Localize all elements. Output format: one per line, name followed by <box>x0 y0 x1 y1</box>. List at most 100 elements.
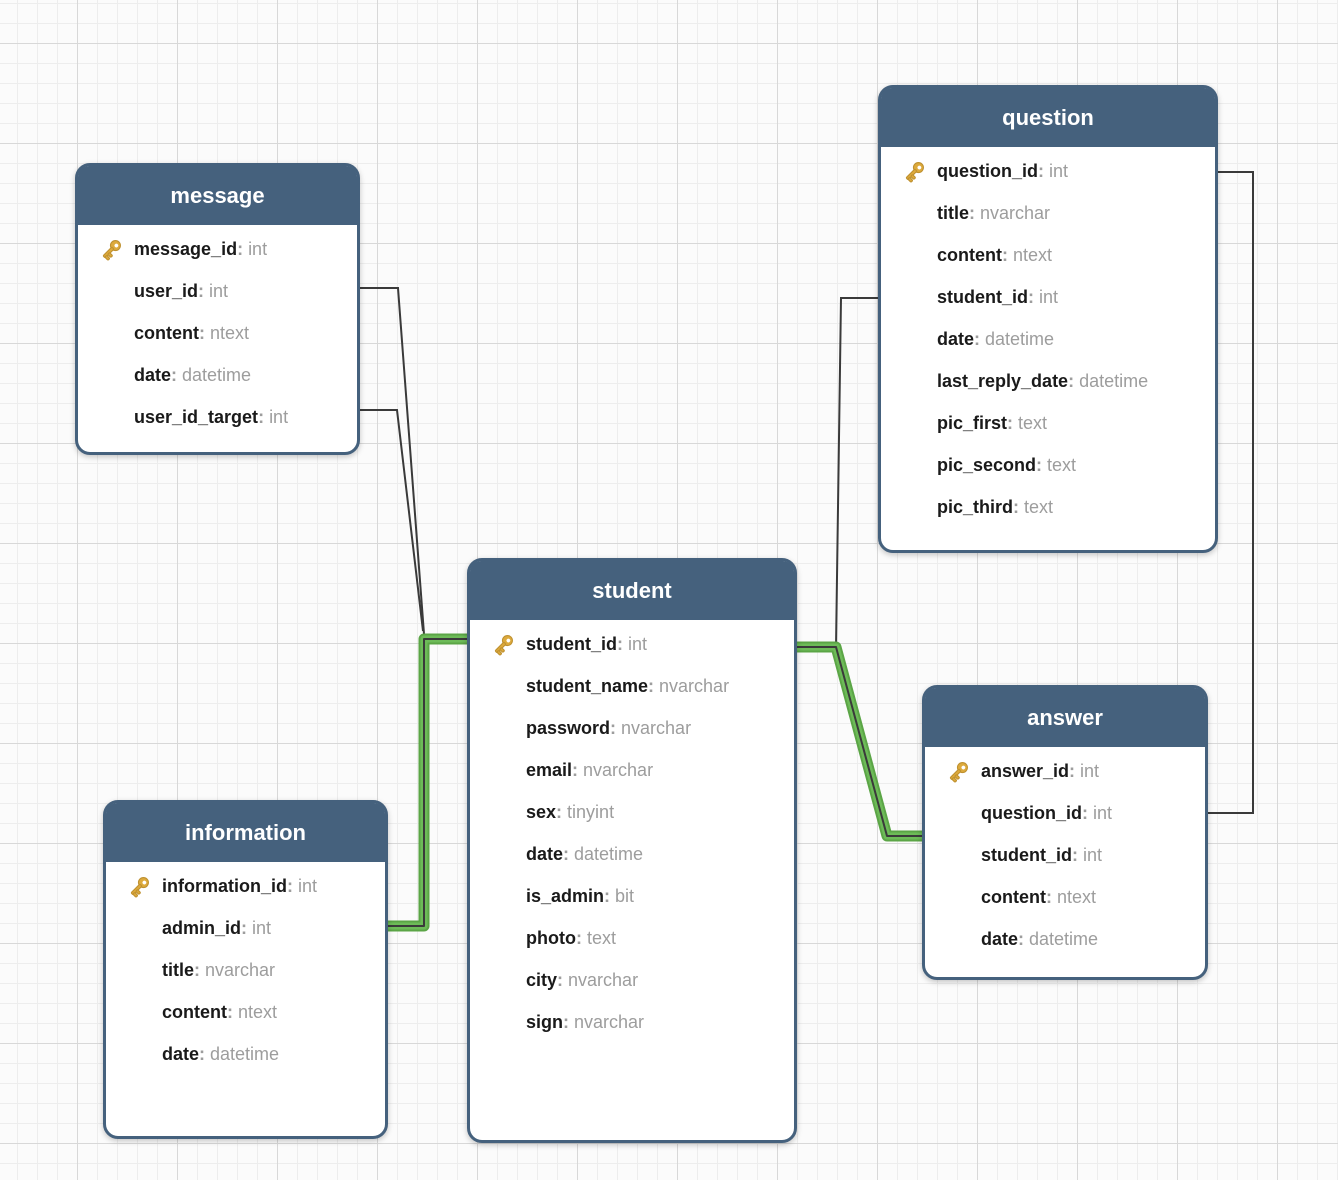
field-name: content <box>162 1002 227 1022</box>
field-row-answer_id[interactable]: answer_id:int <box>925 750 1205 792</box>
relationship-student-student_id-answer[interactable] <box>795 646 925 837</box>
table-answer[interactable]: answer answer_id:int question_id:int stu… <box>922 685 1208 980</box>
field-name: question_id <box>937 161 1039 181</box>
field-row-date[interactable]: date:datetime <box>106 1033 385 1075</box>
field-row-student_id[interactable]: student_id:int <box>925 834 1205 876</box>
field-separator: : <box>1068 371 1075 391</box>
field-separator: : <box>258 407 265 427</box>
field-row-date[interactable]: date:datetime <box>470 833 794 875</box>
field-row-question_id[interactable]: question_id:int <box>925 792 1205 834</box>
field-separator: : <box>1002 245 1008 265</box>
field-name: date <box>526 844 564 864</box>
table-answer-fields: answer_id:int question_id:int student_id… <box>925 747 1205 960</box>
field-separator: : <box>974 329 981 349</box>
field-type: ntext <box>210 323 250 343</box>
table-information[interactable]: information information_id:int admin_id:… <box>103 800 388 1139</box>
relationship-information-student[interactable] <box>386 633 470 932</box>
relationship-message-user_id_target-student[interactable] <box>356 409 424 632</box>
field-row-student_id[interactable]: student_id:int <box>470 623 794 665</box>
field-row-question_id[interactable]: question_id:int <box>881 150 1215 192</box>
field-type: datetime <box>182 365 252 385</box>
field-name: user_id_target <box>134 407 259 427</box>
table-question-header[interactable]: question <box>881 88 1215 147</box>
table-answer-header[interactable]: answer <box>925 688 1205 747</box>
field-type: datetime <box>985 329 1055 349</box>
field-type: bit <box>615 886 635 906</box>
primary-key-icon <box>98 236 124 262</box>
field-type: int <box>1039 287 1059 307</box>
relationship-question-question_id-answer[interactable] <box>1204 171 1254 814</box>
field-type: int <box>248 239 268 259</box>
table-question-fields: question_id:int title:nvarchar content:n… <box>881 147 1215 528</box>
field-type: datetime <box>574 844 644 864</box>
field-type: ntext <box>238 1002 278 1022</box>
field-name: date <box>134 365 172 385</box>
field-name: title <box>162 960 195 980</box>
field-type: nvarchar <box>568 970 639 990</box>
field-row-date[interactable]: date:datetime <box>881 318 1215 360</box>
field-type: int <box>628 634 648 654</box>
field-row-email[interactable]: email:nvarchar <box>470 749 794 791</box>
field-row-content[interactable]: content:ntext <box>78 312 357 354</box>
table-information-header[interactable]: information <box>106 803 385 862</box>
table-message-header[interactable]: message <box>78 166 357 225</box>
field-row-date[interactable]: date:datetime <box>78 354 357 396</box>
field-name: message_id <box>134 239 238 259</box>
field-row-photo[interactable]: photo:text <box>470 917 794 959</box>
field-row-last_reply_date[interactable]: last_reply_date:datetime <box>881 360 1215 402</box>
field-separator: : <box>610 718 617 738</box>
field-row-date[interactable]: date:datetime <box>925 918 1205 960</box>
field-row-user_id[interactable]: user_id:int <box>78 270 357 312</box>
field-row-information_id[interactable]: information_id:int <box>106 865 385 907</box>
field-name: user_id <box>134 281 199 301</box>
field-type: nvarchar <box>621 718 692 738</box>
field-row-user_id_target[interactable]: user_id_target:int <box>78 396 357 438</box>
relationship-student-answer[interactable] <box>795 641 925 842</box>
field-row-password[interactable]: password:nvarchar <box>470 707 794 749</box>
table-message[interactable]: message message_id:int user_id:int conte… <box>75 163 360 455</box>
field-separator: : <box>241 918 248 938</box>
field-row-sign[interactable]: sign:nvarchar <box>470 1001 794 1043</box>
field-row-admin_id[interactable]: admin_id:int <box>106 907 385 949</box>
field-row-title[interactable]: title:nvarchar <box>106 949 385 991</box>
field-row-title[interactable]: title:nvarchar <box>881 192 1215 234</box>
field-row-message_id[interactable]: message_id:int <box>78 228 357 270</box>
field-name: pic_second <box>937 455 1037 475</box>
field-type: int <box>1093 803 1113 823</box>
field-row-content[interactable]: content:ntext <box>881 234 1215 276</box>
relationship-information-admin_id-student[interactable] <box>386 638 470 927</box>
field-row-pic_second[interactable]: pic_second:text <box>881 444 1215 486</box>
field-row-sex[interactable]: sex:tinyint <box>470 791 794 833</box>
field-name: sign <box>526 1012 564 1032</box>
field-name: pic_third <box>937 497 1014 517</box>
field-name: student_name <box>526 676 649 696</box>
field-name: date <box>981 929 1019 949</box>
field-type: text <box>1047 455 1077 475</box>
relationship-question-student_id-student[interactable] <box>835 297 882 648</box>
field-row-city[interactable]: city:nvarchar <box>470 959 794 1001</box>
primary-key-icon <box>126 873 152 899</box>
field-row-pic_first[interactable]: pic_first:text <box>881 402 1215 444</box>
field-separator: : <box>237 239 244 259</box>
field-separator: : <box>1082 803 1089 823</box>
field-name: password <box>526 718 611 738</box>
table-student-header[interactable]: student <box>470 561 794 620</box>
field-row-student_name[interactable]: student_name:nvarchar <box>470 665 794 707</box>
highlight-halo-outer <box>386 633 470 932</box>
field-row-content[interactable]: content:ntext <box>106 991 385 1033</box>
field-separator: : <box>198 281 205 301</box>
field-name: admin_id <box>162 918 242 938</box>
table-question[interactable]: question question_id:int title:nvarchar … <box>878 85 1218 553</box>
field-row-student_id[interactable]: student_id:int <box>881 276 1215 318</box>
field-row-content[interactable]: content:ntext <box>925 876 1205 918</box>
field-row-is_admin[interactable]: is_admin:bit <box>470 875 794 917</box>
field-separator: : <box>563 1012 570 1032</box>
table-student[interactable]: student student_id:int student_name:nvar… <box>467 558 797 1143</box>
field-name: email <box>526 760 573 780</box>
field-type: datetime <box>1079 371 1149 391</box>
field-separator: : <box>969 203 976 223</box>
relationship-message-user_id-student[interactable] <box>356 287 425 635</box>
field-name: title <box>937 203 970 223</box>
field-row-pic_third[interactable]: pic_third:text <box>881 486 1215 528</box>
